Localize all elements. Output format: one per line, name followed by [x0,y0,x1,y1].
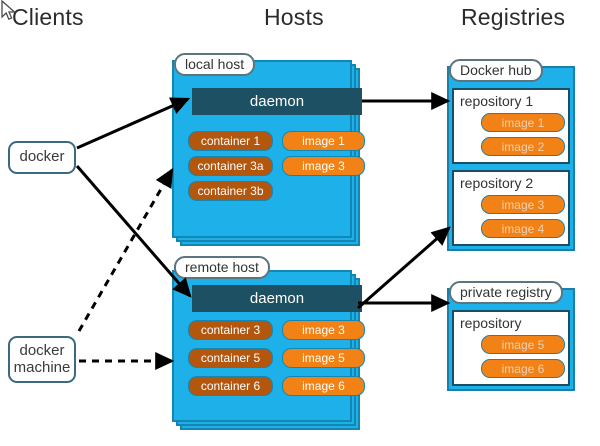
repository-title: repository [460,315,522,331]
client-docker-machine-label-line1: docker [19,341,65,359]
repository-image-pill[interactable]: image 5 [481,335,565,354]
client-docker-machine[interactable]: docker machine [8,336,76,383]
client-docker[interactable]: docker [8,141,76,174]
repository-box[interactable]: repository 1 image 1 image 2 [452,88,570,164]
column-title-clients: Clients [12,4,84,30]
image-pill[interactable]: image 1 [282,131,365,151]
registry-docker-hub-label: Docker hub [449,59,543,82]
host-local-host-daemon[interactable]: daemon [192,88,362,115]
host-remote-host-daemon[interactable]: daemon [192,285,362,312]
repository-box[interactable]: repository 2 image 3 image 4 [452,170,570,246]
registry-private-registry-label: private registry [449,281,563,304]
container-pill[interactable]: container 3 [188,320,273,340]
column-title-registries: Registries [461,4,566,30]
container-pill[interactable]: container 3b [188,181,273,201]
repository-title: repository 1 [460,93,534,109]
client-docker-label: docker [19,148,65,166]
repository-image-pill[interactable]: image 4 [481,219,565,238]
repository-image-pill[interactable]: image 6 [481,359,565,378]
container-pill[interactable]: container 1 [188,131,273,151]
arrow-remote-daemon-to-hub-repo2 [357,226,451,310]
image-pill[interactable]: image 3 [282,320,365,340]
repository-title: repository 2 [460,175,534,191]
image-pill[interactable]: image 5 [282,348,365,368]
image-pill[interactable]: image 6 [282,376,365,396]
repository-image-pill[interactable]: image 3 [481,195,565,214]
repository-image-pill[interactable]: image 1 [481,113,565,132]
repository-box[interactable]: repository image 5 image 6 [452,310,570,386]
container-pill[interactable]: container 6 [188,376,273,396]
client-docker-machine-label-line2: machine [13,358,71,376]
host-remote-host-label: remote host [174,256,270,279]
container-pill[interactable]: container 5 [188,348,273,368]
image-pill[interactable]: image 3 [282,156,365,176]
container-pill[interactable]: container 3a [188,156,273,176]
host-local-host-label: local host [174,53,256,76]
repository-image-pill[interactable]: image 2 [481,137,565,156]
mouse-cursor-icon [1,0,17,21]
column-title-hosts: Hosts [264,4,324,30]
arrow-machine-to-local-host [77,167,174,332]
